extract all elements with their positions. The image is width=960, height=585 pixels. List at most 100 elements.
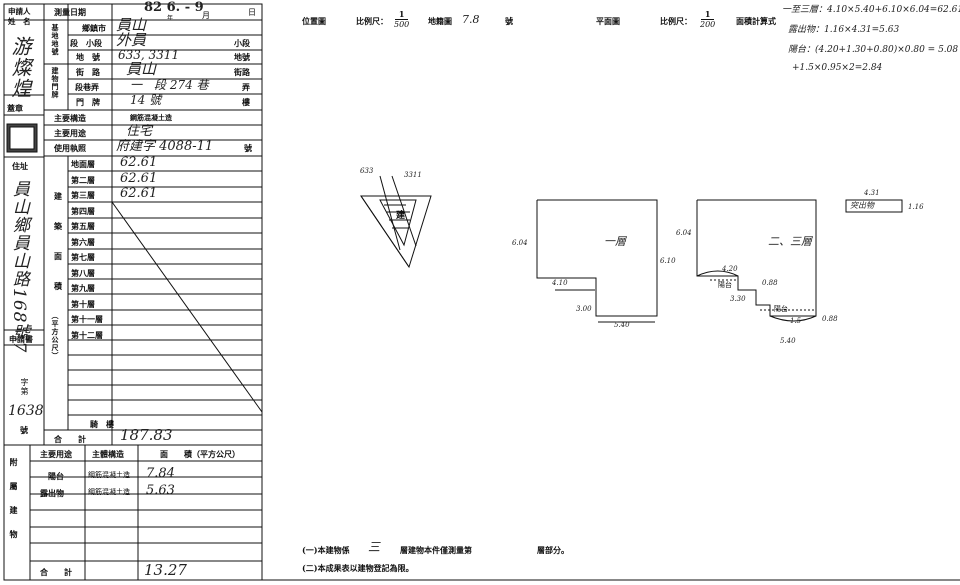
note-1-suffix: 層部分。 <box>537 545 569 555</box>
dim-540: 5.40 <box>614 321 630 329</box>
door-number-suffix: 樓 <box>242 97 250 107</box>
map-sheet-suffix: 號 <box>505 16 513 26</box>
section-label: 段 小段 <box>70 38 102 48</box>
floors-group-mid2: 面 <box>54 251 62 261</box>
dim-15: 1.5 <box>790 317 802 325</box>
note-1-floors: 三 <box>368 540 381 554</box>
note-1-mid: 層建物本件僅測量第 <box>400 545 472 555</box>
floors-group-mid3: 積 <box>54 281 62 291</box>
annex-group-label: 附屬建物 <box>9 458 19 554</box>
address-label: 住址 <box>12 161 28 171</box>
dim-300: 3.00 <box>576 305 592 313</box>
annex-row-structure: 鋼筋混凝土造 <box>88 471 130 479</box>
street-label: 街 路 <box>76 67 100 77</box>
annex-col-structure: 主體構造 <box>92 449 124 459</box>
main-structure-label: 主要構造 <box>54 113 86 123</box>
scale-1-denominator: 500 <box>394 20 410 29</box>
note-2: (二)本成果表以建物登記為限。 <box>302 563 414 573</box>
lot-a-label: 633 <box>360 167 374 175</box>
location-map-label: 位置圖 <box>302 16 326 26</box>
calc-line-3: 陽台：(4.20+1.30+0.80)×0.80 = 5.08 <box>788 45 959 55</box>
floors-group-mid1: 築 <box>54 221 62 231</box>
calc-line-4: +1.5×0.95×2=2.84 <box>792 63 883 73</box>
lot-b-label: 3311 <box>404 171 422 179</box>
lot-value: 633, 3311 <box>118 48 180 62</box>
dim-420: 4.20 <box>722 265 738 273</box>
door-group-label: 建物門牌 <box>51 67 60 99</box>
floor-row-label: 第八層 <box>71 267 95 278</box>
scale-1-numerator: 1 <box>394 10 409 20</box>
floor-row-value: 62.61 <box>120 170 158 186</box>
outer-label: 突出物 <box>850 201 874 210</box>
scale-label-1: 比例尺： <box>356 16 388 26</box>
license-value: 府建字 4088-11 <box>116 139 214 154</box>
floor-row-label: 第十一層 <box>71 314 103 324</box>
floors-group-top: 建 <box>54 191 62 201</box>
scale-2-fraction: 1 200 <box>700 10 715 29</box>
calc-line-2: 露出物：1.16×4.31=5.63 <box>788 25 900 35</box>
scale-2-numerator: 1 <box>700 10 715 20</box>
dim-431: 4.31 <box>864 189 880 197</box>
main-structure-value: 鋼筋混凝土造 <box>130 113 172 122</box>
plan-label: 平面圖 <box>596 16 620 26</box>
survey-date-label: 測量日期 <box>54 7 86 17</box>
floor-row-label: 第三層 <box>71 190 95 200</box>
scale-1-fraction: 1 500 <box>394 10 409 29</box>
section-value: 外員 <box>116 31 147 49</box>
number-label: 字第 <box>20 378 29 396</box>
applicant-label: 申請人 姓 名 <box>8 7 31 26</box>
floor-row-label: 第七層 <box>71 252 95 262</box>
dim-330: 3.30 <box>730 295 746 303</box>
annex-row-area: 7.84 <box>146 466 175 481</box>
lot-suffix: 地號 <box>234 52 250 62</box>
balcony2-label: 陽台 <box>774 305 788 313</box>
applicant-book-label: 申請書 <box>9 334 33 344</box>
map-sheet-label: 地籍圖 <box>428 16 452 26</box>
annex-total-value: 13.27 <box>144 561 187 579</box>
city-label: 鄉鎮市 <box>82 23 106 33</box>
land-group-label: 基地地號 <box>51 24 60 56</box>
city-value: 員山 <box>116 16 147 34</box>
number-value: 1638 <box>8 403 44 419</box>
floors-total-label: 合 計 <box>54 434 86 444</box>
dim-604: 6.04 <box>512 239 528 247</box>
balcony-label: 陽台 <box>718 281 732 289</box>
section-suffix: 小段 <box>234 38 250 48</box>
floor-row-label: 第十層 <box>71 298 95 309</box>
month-char: 月 <box>202 11 210 20</box>
street-suffix: 街路 <box>234 67 250 77</box>
lane-label: 段巷弄 <box>75 82 99 92</box>
floor-row-label: 第十二層 <box>71 329 103 340</box>
dim-116: 1.16 <box>908 203 924 211</box>
lot-label: 地 號 <box>76 52 100 62</box>
annex-col-use: 主要用途 <box>40 449 72 459</box>
license-label: 使用執照 <box>54 143 86 153</box>
survey-date-value: 82 6. - 9 <box>144 0 204 15</box>
applicant-name: 游燦煌 <box>8 36 32 99</box>
map-sheet-value: 7.8 <box>462 13 480 26</box>
dim-410: 4.10 <box>552 279 568 287</box>
annex-row-structure: 鋼筋混凝土造 <box>88 488 130 496</box>
floor-row-label: 第二層 <box>71 174 95 185</box>
dim-088b: 0.88 <box>822 315 838 323</box>
floors-unit: （平方公尺） <box>51 312 60 360</box>
note-1-prefix: (一)本建物係 <box>302 545 350 555</box>
day-char: 日 <box>248 8 256 17</box>
floors-total-value: 187.83 <box>120 426 173 444</box>
door-number-label: 門 牌 <box>76 97 100 107</box>
door-number-value: 14 號 <box>130 93 162 107</box>
license-suffix: 號 <box>244 143 252 153</box>
main-use-label: 主要用途 <box>54 128 86 138</box>
number-suffix: 號 <box>20 425 28 435</box>
floor-row-label: 第九層 <box>71 283 95 293</box>
main-use-value: 住宅 <box>126 124 153 139</box>
floor-row-label: 第五層 <box>71 221 95 231</box>
floor-row-label: 地面層 <box>71 159 95 169</box>
floor-row-value: 62.61 <box>120 186 158 201</box>
dim-604b: 6.04 <box>676 229 692 237</box>
annex-total-label: 合 計 <box>40 567 72 577</box>
build-char: 建 <box>396 211 406 221</box>
floor1-label: 一層 <box>604 235 626 248</box>
scale-label-2: 比例尺： <box>660 16 692 26</box>
